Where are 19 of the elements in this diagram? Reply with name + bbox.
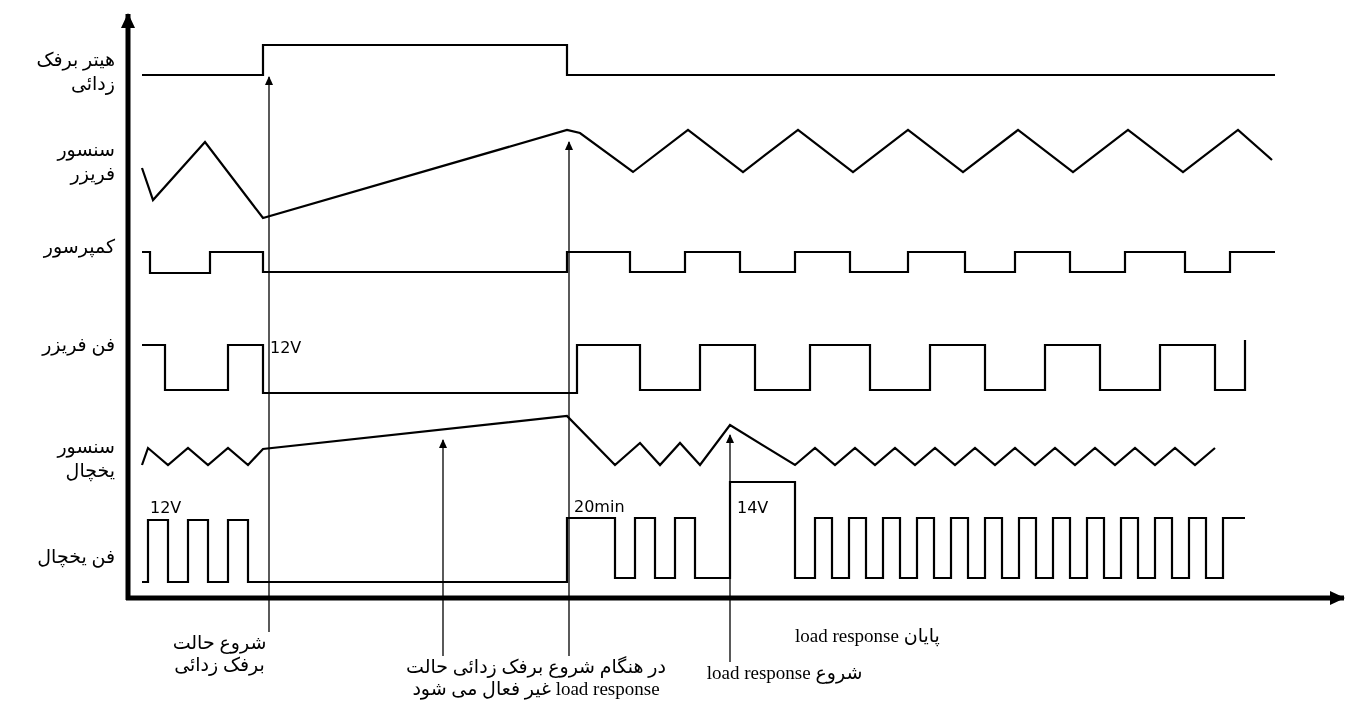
square-waveform: [142, 43, 1275, 77]
signal-name: هیتر برفک زدائی: [35, 48, 115, 96]
leader-line: [265, 76, 273, 633]
leader-line: [439, 439, 447, 657]
signal-name: فن یخچال: [36, 545, 115, 569]
signal-name: سنسور یخچال: [55, 435, 115, 483]
value-label: 20min: [574, 496, 625, 518]
signal-name: کمپرسور: [42, 235, 115, 259]
leader-line: [726, 434, 734, 663]
annotation-text: شروع حالت برفک زدائی: [172, 632, 267, 675]
signal-name: فن فریزر: [40, 333, 115, 357]
leader-line: [565, 141, 573, 657]
value-label: 14V: [737, 497, 769, 519]
annotation-text: پایان load response: [795, 624, 940, 648]
value-label: 12V: [270, 337, 302, 359]
annotation-text: شروع load response: [706, 662, 863, 683]
value-label: 12V: [150, 497, 182, 519]
annotation-text: در هنگام شروع برفک زدائی حالت load response غیر فعال می شود: [406, 656, 666, 699]
signal-name: سنسور فریزر: [55, 138, 115, 186]
